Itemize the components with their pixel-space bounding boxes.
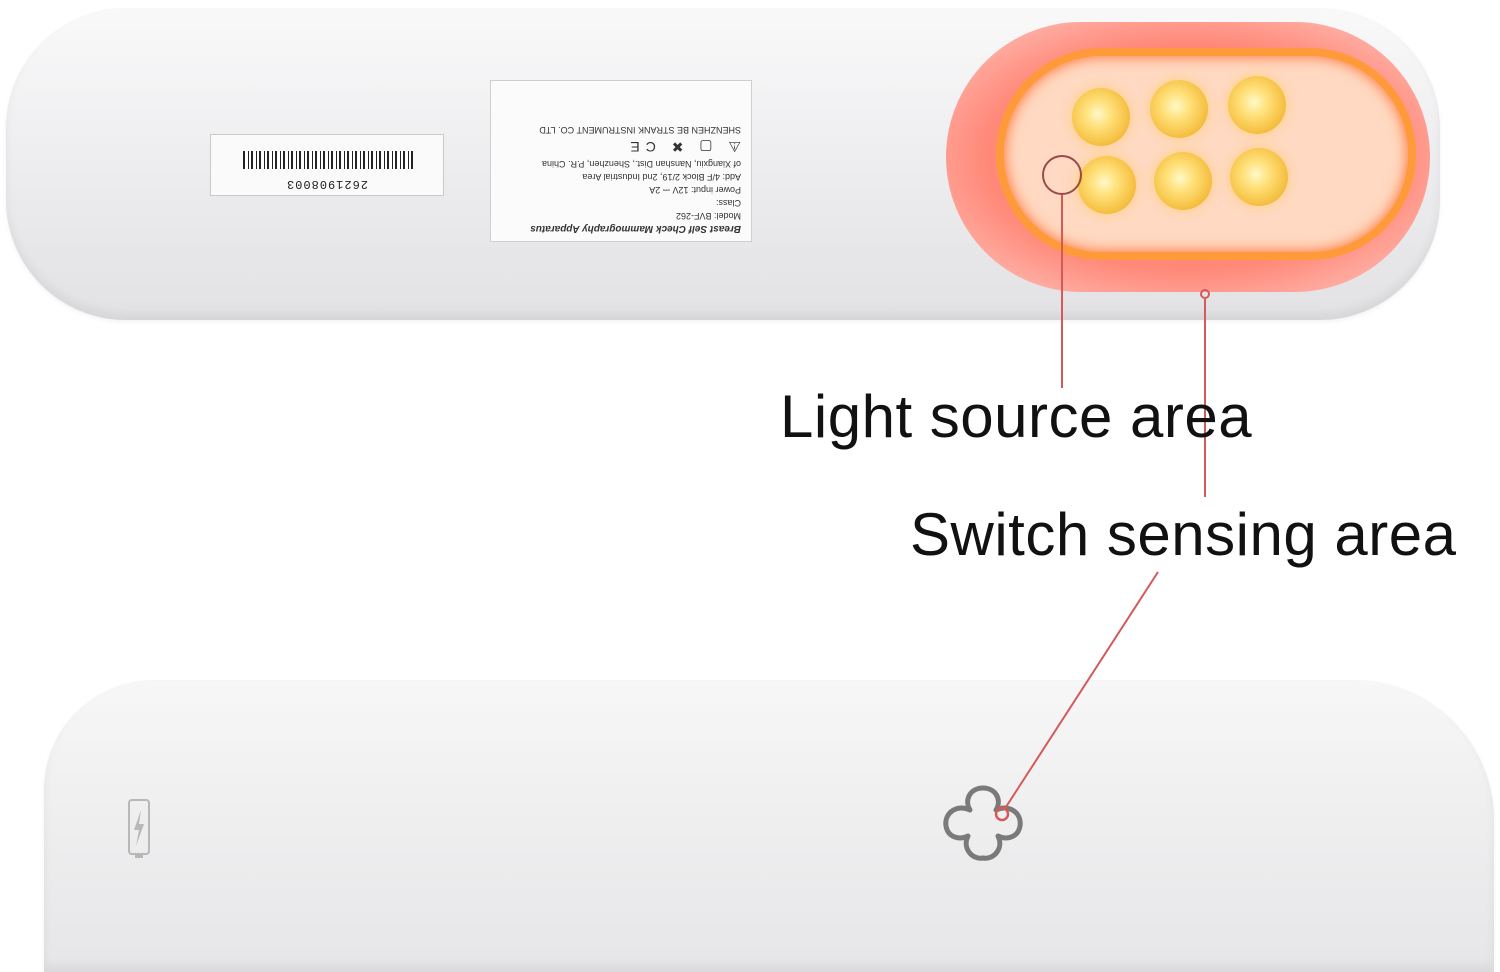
led-icon (1150, 80, 1208, 138)
led-icon (1072, 88, 1130, 146)
flower-switch-icon (943, 785, 1023, 861)
device-bottom-view (44, 680, 1494, 972)
spec-line: Power input: 12V ⎓ 2A (649, 185, 741, 195)
barcode-number: 2621908003 (286, 177, 369, 191)
spec-sticker: Breast Self Check Mammography Apparatus … (490, 80, 752, 242)
barcode-sticker: 2621908003 (210, 134, 444, 196)
spec-line: Add: 4/F Block 2/19, 2nd Industrial Area (582, 172, 741, 182)
barcode-bars (243, 151, 413, 169)
led-icon (1154, 152, 1212, 210)
spec-title: Breast Self Check Mammography Apparatus (530, 223, 741, 234)
spec-line: of Xiangxiu, Nanshan Dist., Shenzhen, P.… (542, 159, 741, 169)
light-pointer-dot (1042, 155, 1082, 195)
spec-line: Model: BVF-262 (675, 211, 741, 221)
spec-line: Class: (715, 198, 741, 208)
light-source-window (996, 48, 1416, 260)
switch-sensing-caption: Switch sensing area (910, 501, 1457, 568)
led-icon (1078, 156, 1136, 214)
light-source-caption: Light source area (780, 383, 1253, 450)
certification-symbols-icon: ⚠ ▢ ✖ CE (624, 139, 741, 155)
led-icon (1230, 148, 1288, 206)
spec-manufacturer: SHENZHEN BE STRANK INSTRUMENT CO. LTD (539, 125, 741, 135)
battery-charging-icon (128, 799, 150, 858)
led-icon (1228, 76, 1286, 134)
light-pointer-line (1061, 195, 1063, 388)
switch-pointer-diagonal (994, 571, 1159, 822)
switch-pointer-dot-top (1200, 289, 1210, 299)
switch-pointer-line-top (1204, 299, 1206, 497)
